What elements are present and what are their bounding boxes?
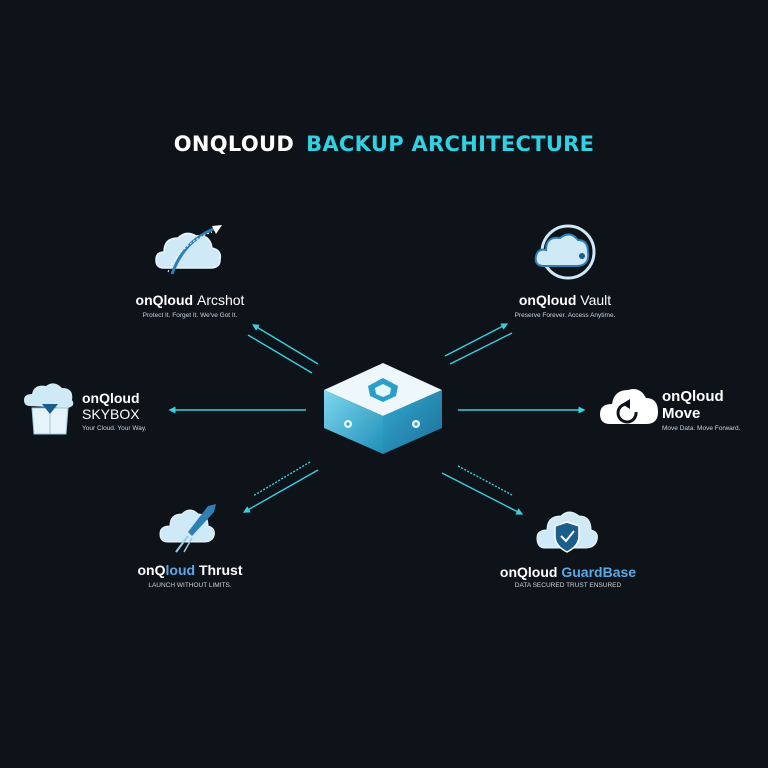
- link-vault-b: [449, 332, 513, 365]
- link-arcshot-b: [247, 334, 313, 374]
- guardbase-tagline: DATA SECURED TRUST ENSURED: [514, 582, 622, 589]
- product-arcshot[interactable]: onQloud Arcshot Protect It. Forget It. W…: [95, 222, 285, 319]
- product-guardbase[interactable]: onQloud GuardBase DATA SECURED TRUST ENS…: [478, 506, 658, 589]
- link-thrust-b: [242, 469, 319, 513]
- vault-brand: onQloud: [518, 292, 577, 308]
- cloud-shield-icon: [536, 511, 598, 553]
- cloud-refresh-icon: [600, 389, 658, 424]
- move-name: Move: [662, 405, 701, 422]
- arcshot-name: Arcshot: [196, 292, 245, 308]
- product-vault[interactable]: onQloud Vault Preserve Forever. Access A…: [480, 222, 650, 319]
- guardbase-name: GuardBase: [561, 564, 637, 580]
- cloud-rocket-icon: [159, 504, 216, 553]
- arcshot-brand: onQloud: [135, 292, 194, 308]
- title-brand: ONQLOUD: [173, 132, 295, 156]
- guardbase-brand: onQloud: [499, 564, 558, 580]
- cloud-vault-icon: [534, 224, 596, 280]
- arcshot-tagline: Protect It. Forget It. We've Got It.: [142, 312, 238, 319]
- thrust-brand: onQ: [137, 562, 166, 578]
- link-guardbase-b: [441, 472, 524, 515]
- page-title: ONQLOUD BACKUP ARCHITECTURE: [0, 132, 768, 156]
- cloud-box-icon: [24, 383, 74, 435]
- skybox-tagline: Your Cloud. Your Way.: [82, 425, 147, 432]
- product-thrust[interactable]: onQloud Thrust LAUNCH WITHOUT LIMITS.: [110, 502, 270, 589]
- vault-name: Vault: [580, 292, 612, 308]
- link-vault-a: [444, 323, 509, 357]
- skybox-brand: onQloud: [82, 390, 140, 406]
- thrust-tagline: LAUNCH WITHOUT LIMITS.: [148, 582, 232, 589]
- link-thrust-a: [252, 461, 311, 497]
- move-tagline: Move Data. Move Forward.: [662, 425, 741, 432]
- vault-tagline: Preserve Forever. Access Anytime.: [514, 312, 616, 319]
- skybox-name: SKYBOX: [82, 406, 140, 422]
- link-guardbase-a: [457, 465, 513, 496]
- thrust-name-accent: loud: [165, 562, 196, 578]
- cloud-arrow-icon: [155, 225, 222, 275]
- link-arcshot-a: [252, 324, 319, 365]
- move-brand: onQloud: [662, 388, 724, 405]
- server-hub-icon: [324, 363, 442, 454]
- thrust-name: Thrust: [198, 562, 243, 578]
- title-subject: BACKUP ARCHITECTURE: [306, 132, 595, 156]
